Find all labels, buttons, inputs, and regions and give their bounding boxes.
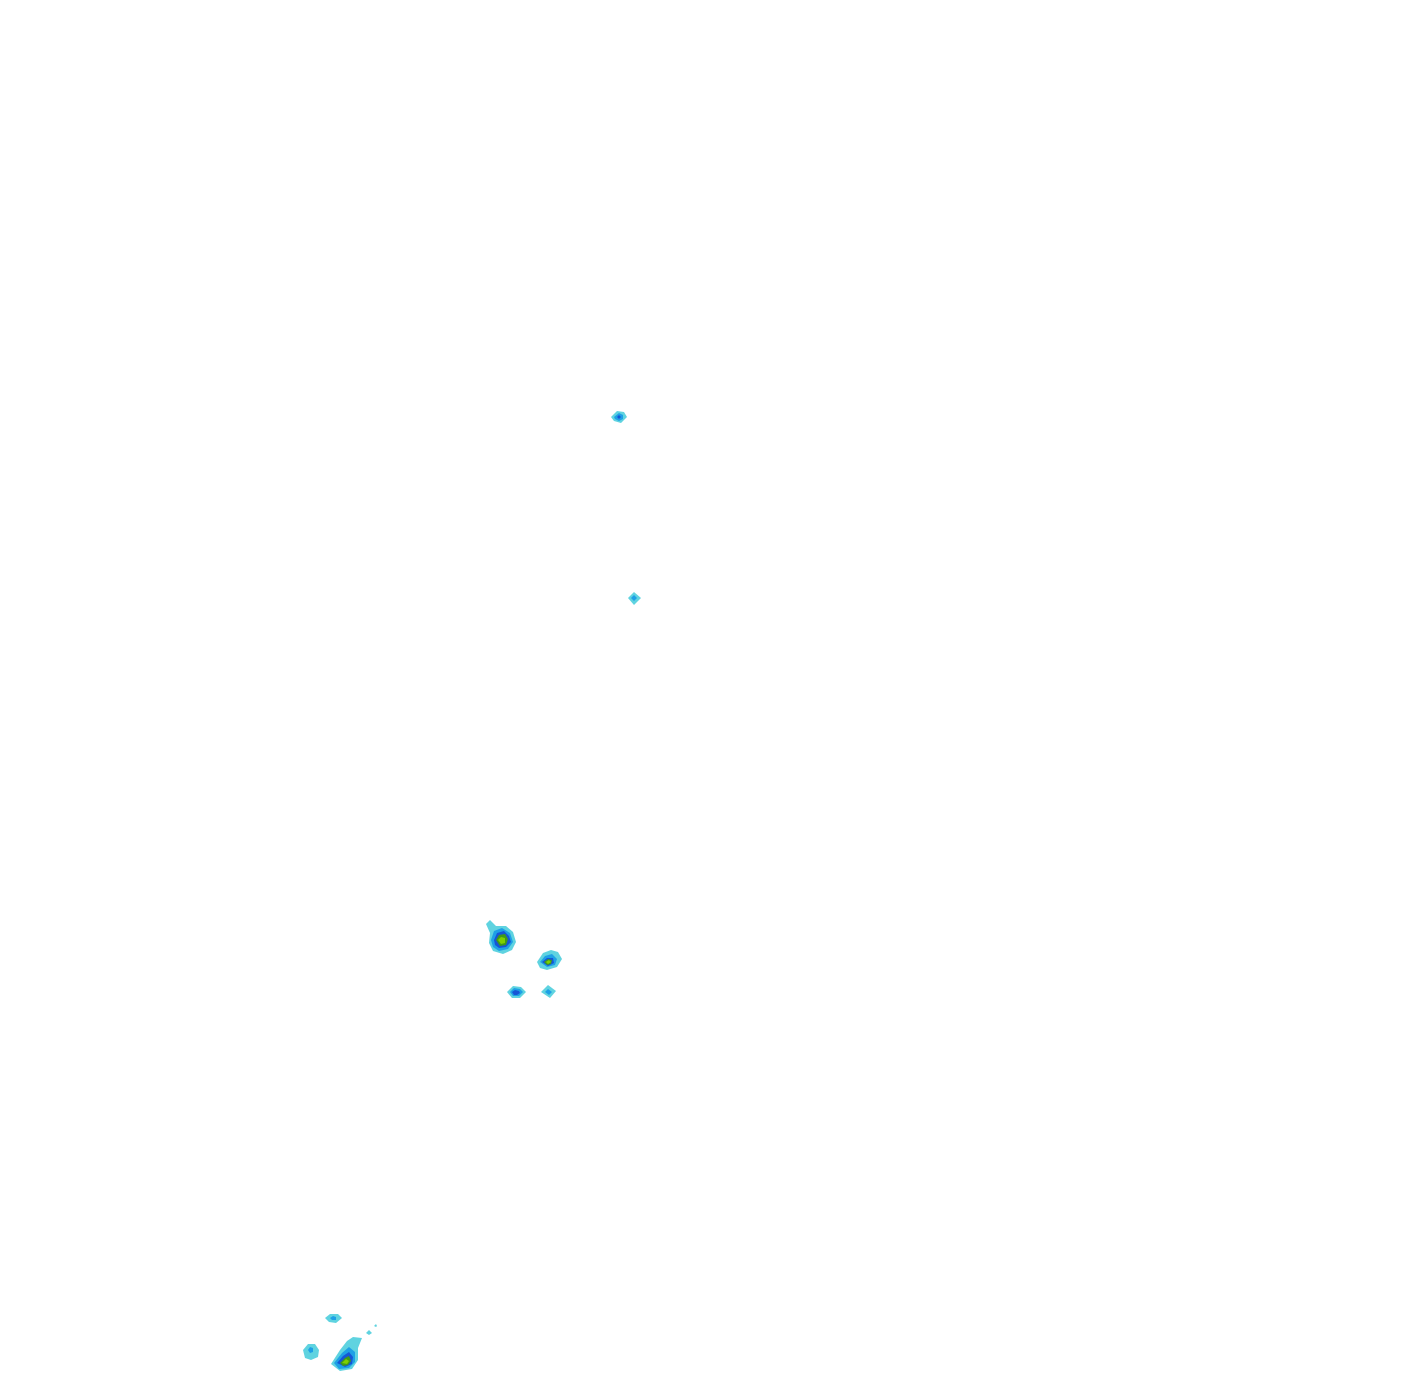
contour-level-3: [617, 415, 621, 419]
precip-cell-south-speck-a: [366, 1330, 372, 1335]
contour-level-2: [545, 989, 552, 995]
precip-cell-south-speck-b: [374, 1324, 377, 1327]
contour-level-5: [342, 1359, 349, 1364]
precip-cell-south-small-left: [303, 1344, 319, 1360]
precip-cell-cluster-west: [486, 920, 516, 954]
precip-cell-north: [611, 411, 627, 423]
contour-level-5: [498, 937, 505, 944]
contour-level-2: [631, 595, 637, 601]
precip-cell-south-main: [331, 1337, 362, 1371]
contour-level-1: [374, 1324, 377, 1327]
contour-level-3: [512, 990, 520, 995]
contour-level-1: [366, 1330, 372, 1335]
contour-level-5: [546, 960, 551, 964]
precip-cell-cluster-east: [537, 950, 562, 970]
precip-cell-middle: [628, 592, 641, 605]
contour-level-2: [330, 1316, 336, 1320]
precip-cell-cluster-south-east: [541, 985, 556, 998]
precip-cell-south-small-top: [325, 1314, 342, 1323]
precip-cell-cluster-south-west: [507, 986, 526, 998]
contour-level-2: [308, 1347, 313, 1353]
